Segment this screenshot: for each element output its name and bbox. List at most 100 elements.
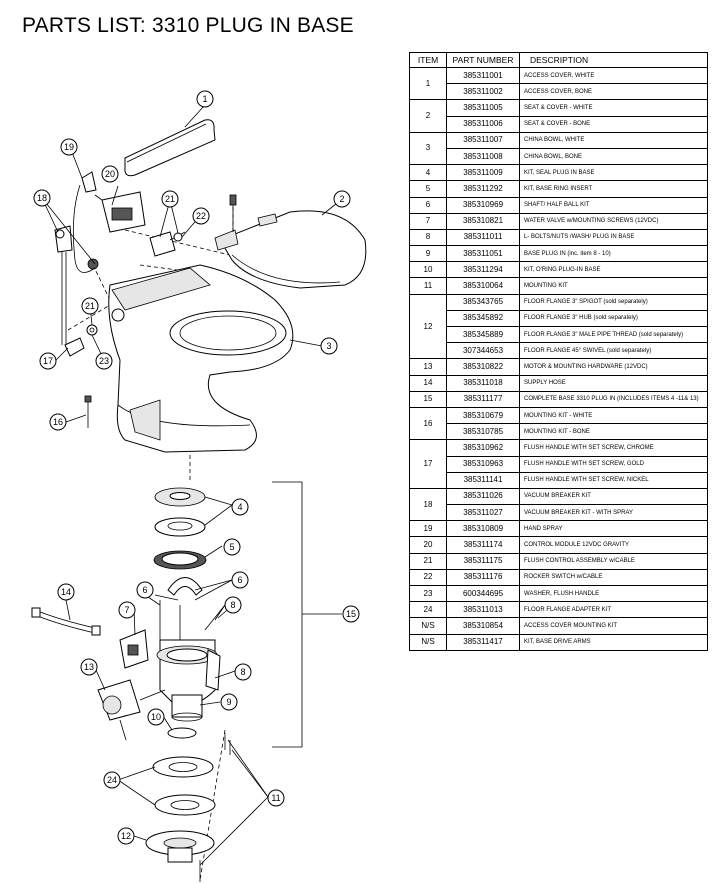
item-number-cell: 4 — [409, 164, 447, 182]
item-number-cell: 15 — [409, 390, 447, 408]
item-number-cell: 18 — [409, 487, 447, 522]
item-number-cell: 7 — [409, 212, 447, 230]
callout-4: 4 — [231, 498, 249, 516]
svg-text:14: 14 — [61, 587, 71, 597]
description-cell: FLOOR FLANGE 3" HUB (sold separately) — [519, 309, 708, 328]
svg-text:18: 18 — [37, 193, 47, 203]
item-number-cell: 12 — [409, 293, 447, 360]
part-number-cell: 385311292 — [446, 180, 520, 198]
page-title: PARTS LIST: 3310 PLUG IN BASE — [22, 14, 354, 37]
callout-18: 18 — [33, 189, 51, 207]
callout-20: 20 — [101, 165, 119, 183]
flush-control-assembly — [87, 231, 186, 270]
callout-5: 5 — [223, 538, 241, 556]
item-number-cell: 22 — [409, 568, 447, 587]
svg-text:8: 8 — [230, 600, 235, 610]
description-cell: BASE PLUG IN (inc. item 8 - 10) — [519, 245, 708, 263]
svg-text:21: 21 — [165, 194, 175, 204]
item-number-cell: 5 — [409, 180, 447, 198]
description-cell: COMPLETE BASE 3310 PLUG IN (INCLUDES ITE… — [519, 390, 708, 408]
callout-15: 15 — [342, 605, 360, 623]
description-cell: MOUNTING KIT - BONE — [519, 423, 708, 441]
svg-text:16: 16 — [53, 417, 63, 427]
part-number-cell: 385343765 — [446, 293, 520, 311]
svg-text:2: 2 — [339, 194, 344, 204]
part-number-cell: 385310064 — [446, 277, 520, 295]
description-cell: CHINA BOWL, BONE — [519, 147, 708, 166]
svg-text:7: 7 — [124, 605, 129, 615]
part-number-cell: 385310785 — [446, 423, 520, 441]
part-number-cell: 385311013 — [446, 601, 520, 619]
item-number-cell: 23 — [409, 584, 447, 603]
part-number-cell: 385345892 — [446, 309, 520, 328]
description-cell: FLOOR FLANGE ADAPTER KIT — [519, 601, 708, 619]
svg-text:9: 9 — [226, 697, 231, 707]
part-number-cell: 385310679 — [446, 406, 520, 425]
item-number-cell: 24 — [409, 601, 447, 619]
description-cell: VACUUM BREAKER KIT - WITH SPRAY — [519, 504, 708, 522]
part-number-cell: 385311006 — [446, 115, 520, 133]
china-bowl — [108, 264, 294, 453]
callout-6-right: 6 — [231, 571, 249, 589]
part-number-cell: 385311008 — [446, 147, 520, 166]
description-cell: FLUSH HANDLE WITH SET SCREW, CHROME — [519, 439, 708, 457]
item-number-cell: 1 — [409, 66, 447, 101]
part-number-cell: 385311009 — [446, 164, 520, 182]
item-number-cell: 11 — [409, 277, 447, 295]
part-number-cell: 385310962 — [446, 439, 520, 457]
callout-13: 13 — [80, 658, 98, 676]
svg-text:5: 5 — [229, 542, 234, 552]
callout-3: 3 — [320, 337, 338, 355]
description-cell: FLOOR FLANGE 3" MALE PIPE THREAD (sold s… — [519, 325, 708, 344]
callout-1: 1 — [196, 90, 214, 108]
part-number-cell: 385311005 — [446, 99, 520, 117]
part-number-cell: 600344695 — [446, 584, 520, 603]
part-number-cell: 385311051 — [446, 245, 520, 263]
part-number-cell: 385310822 — [446, 358, 520, 376]
callout-14: 14 — [57, 583, 75, 601]
part-number-cell: 385311002 — [446, 83, 520, 101]
part-number-cell: 385311027 — [446, 504, 520, 522]
part-number-cell: 385345889 — [446, 325, 520, 344]
callout-9: 9 — [220, 693, 238, 711]
description-cell: FLUSH HANDLE WITH SET SCREW, GOLD — [519, 455, 708, 473]
base-ring-insert — [153, 550, 207, 570]
item-number-cell: 2 — [409, 99, 447, 133]
part-number-cell: 385311141 — [446, 471, 520, 489]
svg-text:6: 6 — [237, 575, 242, 585]
item-number-cell: 10 — [409, 261, 447, 279]
svg-text:3: 3 — [326, 341, 331, 351]
part-number-cell: 385311018 — [446, 374, 520, 392]
flush-handle — [64, 324, 98, 357]
description-cell: WASHER, FLUSH HANDLE — [519, 584, 708, 603]
svg-text:23: 23 — [99, 356, 109, 366]
part-number-cell: 385311174 — [446, 536, 520, 554]
description-cell: FLOOR FLANGE 45° SWIVEL (sold separately… — [519, 342, 708, 360]
callout-16: 16 — [49, 413, 67, 431]
column-header-part-number: PART NUMBER — [446, 52, 520, 68]
part-number-cell: 385311026 — [446, 487, 520, 506]
item-number-cell: 20 — [409, 536, 447, 554]
motor — [97, 679, 166, 741]
part-number-cell: 385310963 — [446, 455, 520, 473]
item-number-cell: 16 — [409, 406, 447, 441]
part-number-cell: 385310969 — [446, 196, 520, 214]
item-number-cell: 19 — [409, 520, 447, 538]
svg-text:15: 15 — [346, 609, 356, 619]
